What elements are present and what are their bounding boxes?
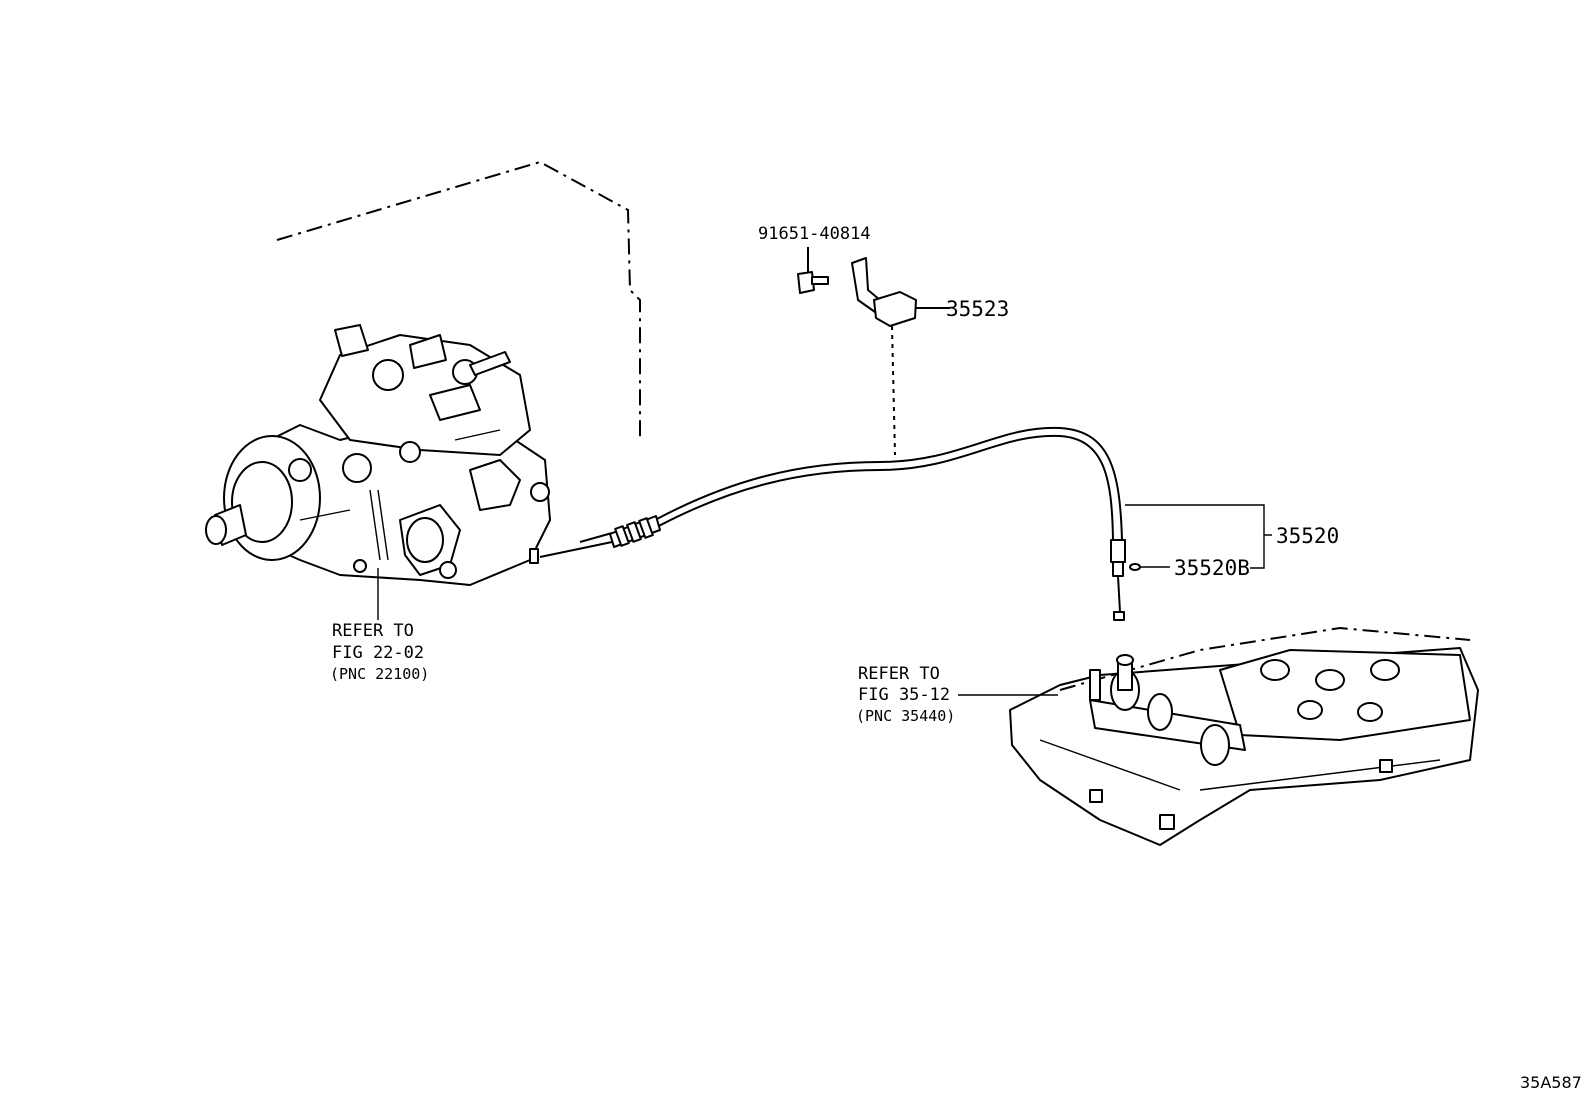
leader-lines — [377, 504, 1272, 696]
ref-pump-line-3: (PNC 22100) — [330, 665, 429, 683]
ref-valve-line-3: (PNC 35440) — [856, 707, 955, 725]
engine-outline-phantom — [276, 160, 641, 440]
diagram-id: 35A587 — [1520, 1073, 1582, 1092]
bracket-35523 — [851, 257, 950, 456]
injection-pump-illustration — [205, 324, 551, 586]
label-cable-35520: 35520 — [1276, 524, 1339, 548]
label-bolt-91651-40814: 91651-40814 — [758, 224, 871, 244]
ref-valve-line-2: FIG 35-12 — [858, 685, 950, 705]
part-labels: 91651-40814 35523 35520 35520B REFER TO … — [330, 224, 1582, 1092]
ref-pump-line-1: REFER TO — [332, 621, 414, 641]
ref-valve-line-1: REFER TO — [858, 664, 940, 684]
throttle-cable-35520 — [529, 426, 1126, 621]
bolt-91651-40814 — [797, 247, 829, 294]
label-bracket-35523: 35523 — [946, 297, 1009, 321]
valve-body-illustration — [1009, 626, 1479, 846]
ref-pump-line-2: FIG 22-02 — [332, 643, 424, 663]
label-cable-35520b: 35520B — [1174, 556, 1250, 580]
